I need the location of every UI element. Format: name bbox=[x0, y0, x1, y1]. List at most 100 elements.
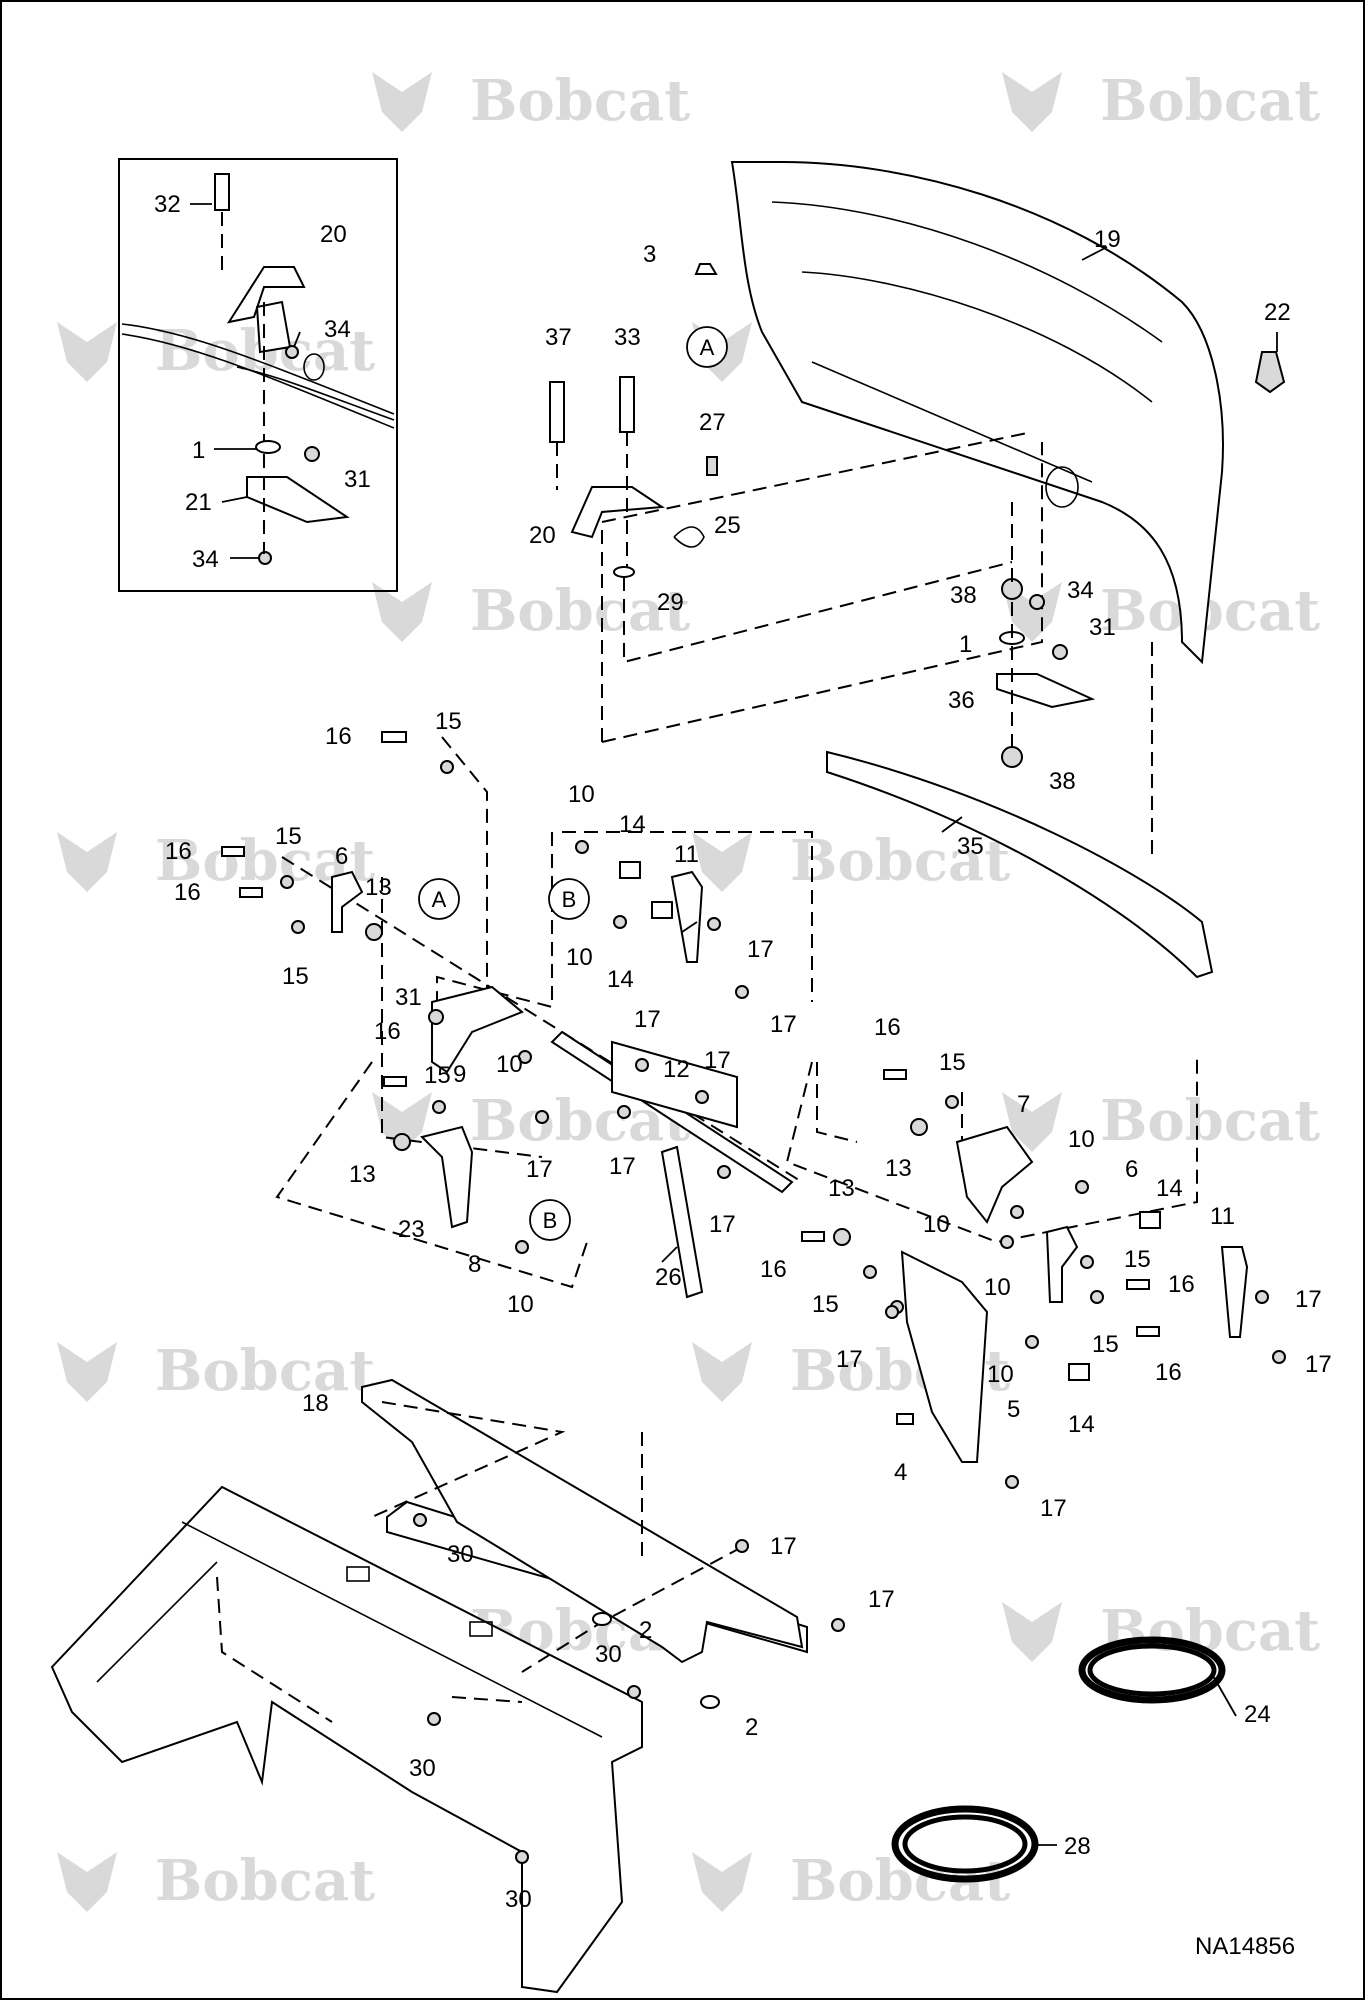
callout-label: 30 bbox=[447, 1541, 474, 1568]
nut-17 bbox=[735, 1539, 749, 1553]
inset-frame bbox=[118, 158, 398, 592]
ref-marker-b-upper: B bbox=[548, 878, 590, 920]
bracket-7 bbox=[955, 1125, 1034, 1224]
frame-slot bbox=[346, 1566, 370, 1582]
callout-label: 17 bbox=[709, 1211, 736, 1238]
callout-label: 16 bbox=[174, 879, 201, 906]
inset-bolt-head bbox=[304, 446, 320, 462]
bolt-31 bbox=[428, 1009, 444, 1025]
inset-assembly-line bbox=[221, 212, 265, 554]
loader-frame bbox=[50, 1485, 643, 1994]
linkage-line bbox=[441, 736, 488, 1002]
leader-line bbox=[661, 1246, 678, 1263]
seal-coil-28 bbox=[891, 1805, 1039, 1883]
nut-17 bbox=[717, 1165, 731, 1179]
nut-17 bbox=[535, 1110, 549, 1124]
nut-17 bbox=[695, 1090, 709, 1104]
leader-lines bbox=[190, 203, 1278, 1846]
washer-15 bbox=[432, 1100, 446, 1114]
callout-label: 14 bbox=[1068, 1411, 1095, 1438]
bolt-16 bbox=[1136, 1326, 1160, 1337]
inset-hole bbox=[303, 353, 325, 381]
callout-label: 16 bbox=[874, 1014, 901, 1041]
seal-strip-35 bbox=[826, 750, 1214, 979]
gas-strut-26 bbox=[660, 1145, 704, 1299]
callout-label: 31 bbox=[395, 984, 422, 1011]
watermark-logo: Bobcat bbox=[1002, 68, 1320, 134]
callout-label: 26 bbox=[655, 1264, 682, 1291]
svg-text:Bobcat: Bobcat bbox=[1100, 1088, 1320, 1154]
callout-label: 21 bbox=[185, 489, 212, 516]
inset-nut bbox=[285, 345, 299, 359]
linkage-line bbox=[816, 1062, 858, 1143]
watermark-logo: Bobcat bbox=[372, 68, 690, 134]
callout-label: 17 bbox=[704, 1047, 731, 1074]
bolt-30 bbox=[427, 1712, 441, 1726]
callout-label: 35 bbox=[957, 833, 984, 860]
washer-10 bbox=[515, 1240, 529, 1254]
door-mount-hardware bbox=[996, 502, 1096, 768]
callout-label: 10 bbox=[923, 1211, 950, 1238]
seal-coil-24 bbox=[1078, 1636, 1226, 1704]
callout-label: 17 bbox=[1040, 1495, 1067, 1522]
bushing-13 bbox=[910, 1118, 928, 1136]
nut-38 bbox=[1001, 746, 1023, 768]
bolt-16 bbox=[883, 1069, 907, 1080]
callout-label: 16 bbox=[325, 723, 352, 750]
cross-plate-18 bbox=[361, 1378, 804, 1664]
callout-label: 17 bbox=[770, 1011, 797, 1038]
seal-coil-28-inner bbox=[902, 1814, 1028, 1874]
washer-10 bbox=[518, 1050, 532, 1064]
callout-label: 17 bbox=[1305, 1351, 1332, 1378]
callout-label: 17 bbox=[747, 936, 774, 963]
arm-9 bbox=[431, 985, 524, 1074]
hinge-assembly-line bbox=[556, 432, 1013, 664]
callout-label: 17 bbox=[634, 1006, 661, 1033]
callout-label: 17 bbox=[868, 1586, 895, 1613]
callout-label: 1 bbox=[959, 631, 972, 658]
callout-label: 12 bbox=[663, 1056, 690, 1083]
bolt-30 bbox=[627, 1685, 641, 1699]
latch-5 bbox=[900, 1250, 989, 1463]
upper-hinge-group bbox=[549, 376, 1013, 664]
svg-text:Bobcat: Bobcat bbox=[470, 68, 690, 134]
door-assembly-line bbox=[601, 431, 1043, 743]
callout-label: 15 bbox=[1092, 1331, 1119, 1358]
washer-15 bbox=[1080, 1255, 1094, 1269]
hinge-bracket-20 bbox=[570, 486, 665, 539]
callout-label: 15 bbox=[1124, 1246, 1151, 1273]
nut-17 bbox=[707, 917, 721, 931]
bracket-36 bbox=[996, 673, 1096, 709]
door-panel-contour bbox=[811, 361, 1093, 483]
callout-label: 14 bbox=[607, 966, 634, 993]
frame-assembly bbox=[50, 1378, 845, 1994]
callout-label: 16 bbox=[760, 1256, 787, 1283]
inset-panel-edge bbox=[121, 333, 395, 429]
nut-17 bbox=[1005, 1475, 1019, 1489]
callout-label: 34 bbox=[1067, 577, 1094, 604]
callout-label: 8 bbox=[468, 1251, 481, 1278]
latch-linkage bbox=[221, 731, 1286, 1489]
callout-label: 15 bbox=[812, 1291, 839, 1318]
callout-label: 13 bbox=[885, 1155, 912, 1182]
washer-15 bbox=[291, 920, 305, 934]
ref-marker-b-lower: B bbox=[529, 1199, 571, 1241]
callout-label: 20 bbox=[529, 522, 556, 549]
callout-label: 28 bbox=[1064, 1833, 1091, 1860]
svg-text:B: B bbox=[543, 1208, 558, 1233]
callout-label: 13 bbox=[349, 1161, 376, 1188]
callout-label: 15 bbox=[435, 708, 462, 735]
inset-bolt bbox=[214, 173, 230, 211]
callout-label: 14 bbox=[619, 811, 646, 838]
door-grommet bbox=[1254, 351, 1286, 394]
callout-label: 6 bbox=[1125, 1156, 1138, 1183]
callout-label: 14 bbox=[1156, 1175, 1183, 1202]
inset-hinge-bracket bbox=[226, 266, 306, 324]
callout-label: 16 bbox=[165, 838, 192, 865]
bushing-13 bbox=[365, 923, 383, 941]
callout-label: 36 bbox=[948, 687, 975, 714]
clip-3 bbox=[694, 263, 718, 275]
watermark-logo: Bobcat bbox=[57, 828, 375, 894]
nut-17 bbox=[1255, 1290, 1269, 1304]
callout-label: 38 bbox=[1049, 768, 1076, 795]
